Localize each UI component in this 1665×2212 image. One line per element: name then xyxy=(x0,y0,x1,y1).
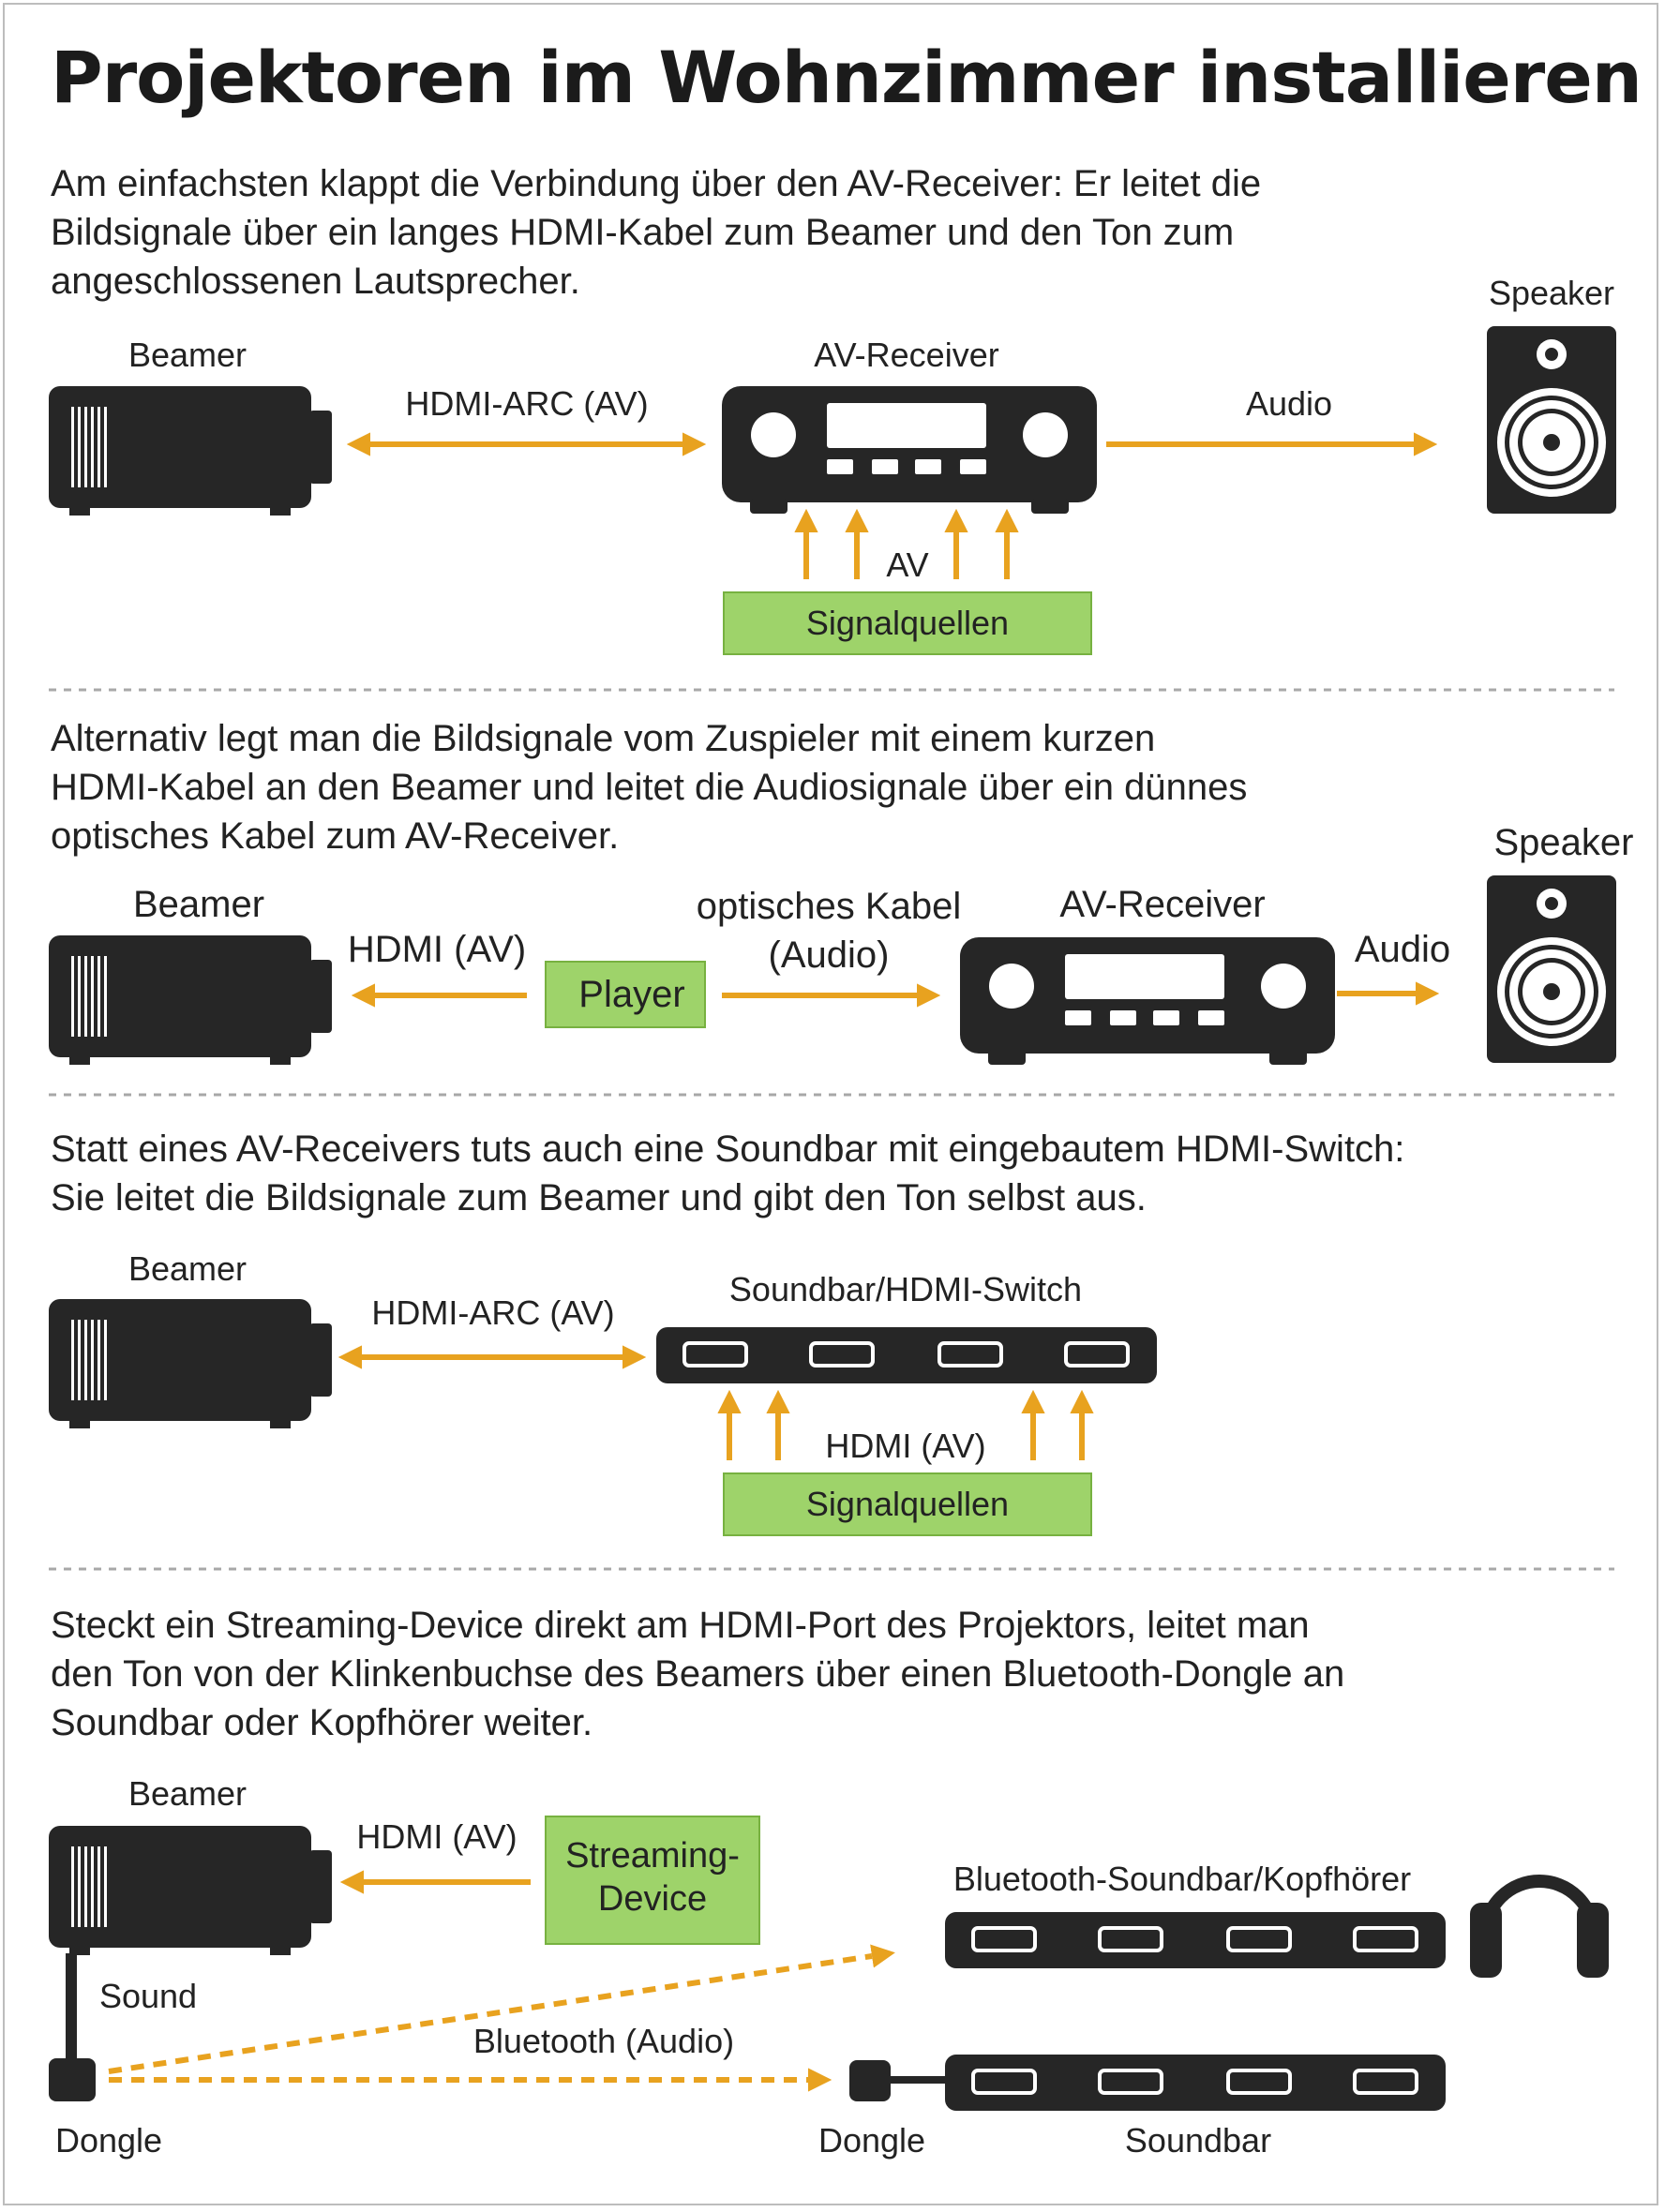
signal-sources-label: Signalquellen xyxy=(806,1485,1009,1523)
dongle-right-label: Dongle xyxy=(818,2121,925,2160)
audio-cable xyxy=(66,1953,77,2064)
av-receiver-icon xyxy=(722,386,1097,514)
streaming-device-box xyxy=(545,1816,760,1945)
av-receiver-label: AV-Receiver xyxy=(1059,884,1265,925)
hdmi-input-label: HDMI (AV) xyxy=(825,1427,985,1465)
section-1-description: Am einfachsten klappt die Verbindung übe… xyxy=(51,163,1262,302)
bluetooth-soundbar-label: Bluetooth-Soundbar/Kopfhörer xyxy=(953,1860,1411,1898)
page-frame xyxy=(3,3,1658,2205)
section-2-description: Alternativ legt man die Bildsignale vom … xyxy=(51,718,1248,857)
headphones-icon xyxy=(1470,1875,1609,1978)
speaker-label: Speaker xyxy=(1489,274,1614,312)
bluetooth-label: Bluetooth (Audio) xyxy=(473,2022,734,2060)
page-title: Projektoren im Wohnzimmer installieren xyxy=(51,36,1642,119)
beamer-label: Beamer xyxy=(133,884,264,925)
diagram-receiver-setup: Beamer HDMI-ARC (AV) AV-Receiver Audio S… xyxy=(49,274,1616,655)
diagram-soundbar-setup: Beamer HDMI-ARC (AV) Soundbar/HDMI-Switc… xyxy=(49,1249,1159,1536)
soundbar-icon xyxy=(943,1910,1448,1970)
sound-label: Sound xyxy=(99,1977,197,2015)
diagram-streaming-setup: Beamer HDMI (AV) Streaming- Device Sound… xyxy=(49,1774,1609,2160)
speaker-label: Speaker xyxy=(1494,822,1634,863)
audio-label: Audio xyxy=(1246,384,1332,423)
hdmi-label: HDMI (AV) xyxy=(356,1817,517,1856)
dongle-icon xyxy=(49,2058,96,2101)
soundbar-icon xyxy=(943,2053,1448,2113)
player-label: Player xyxy=(578,974,684,1015)
hdmi-label: HDMI (AV) xyxy=(348,929,526,970)
optical-label-line-2: (Audio) xyxy=(769,934,890,976)
speaker-icon xyxy=(1487,875,1616,1063)
signal-sources-label: Signalquellen xyxy=(806,604,1009,642)
signal-sources-box xyxy=(723,1472,1092,1536)
av-receiver-label: AV-Receiver xyxy=(814,336,998,374)
diagram-player-setup: Beamer HDMI (AV) Player optisches Kabel … xyxy=(49,822,1633,1065)
beamer-label: Beamer xyxy=(128,1249,247,1288)
hdmi-arc-label: HDMI-ARC (AV) xyxy=(371,1293,614,1332)
optical-label-line-1: optisches Kabel xyxy=(697,886,961,927)
dongle-icon xyxy=(849,2060,891,2101)
dongle-left-label: Dongle xyxy=(55,2121,162,2160)
section-4-description: Steckt ein Streaming-Device direkt am HD… xyxy=(51,1605,1345,1743)
bluetooth-link-soundbar-headphones xyxy=(108,1944,895,2074)
projector-icon xyxy=(49,386,332,516)
soundbar-switch-label: Soundbar/HDMI-Switch xyxy=(729,1270,1082,1308)
streaming-device-label-line-2: Device xyxy=(598,1879,707,1919)
soundbar-label: Soundbar xyxy=(1125,2121,1271,2160)
player-box xyxy=(545,961,706,1028)
dongle-cable xyxy=(889,2076,947,2084)
hdmi-arc-label: HDMI-ARC (AV) xyxy=(405,384,648,423)
soundbar-icon xyxy=(654,1325,1159,1385)
audio-label: Audio xyxy=(1355,929,1450,970)
beamer-label: Beamer xyxy=(128,1774,247,1813)
av-receiver-icon xyxy=(960,937,1335,1065)
section-3-description: Statt eines AV-Receivers tuts auch eine … xyxy=(51,1128,1405,1218)
streaming-device-label-line-1: Streaming- xyxy=(565,1836,740,1876)
projector-icon xyxy=(49,935,332,1065)
beamer-label: Beamer xyxy=(128,336,247,374)
projector-icon xyxy=(49,1826,332,1955)
speaker-icon xyxy=(1487,326,1616,514)
projector-icon xyxy=(49,1299,332,1428)
signal-sources-box xyxy=(723,591,1092,655)
av-input-label: AV xyxy=(886,546,928,584)
